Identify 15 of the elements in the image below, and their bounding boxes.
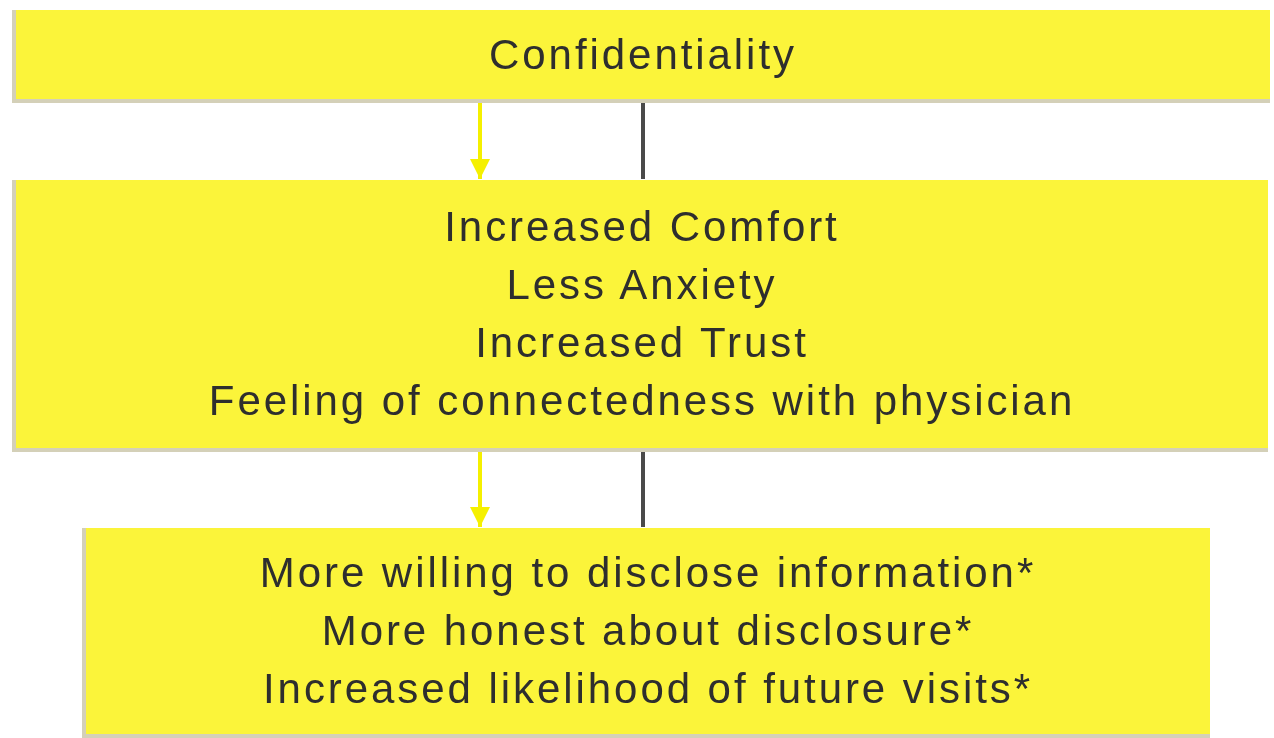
- box-text: Increased Comfort: [444, 202, 840, 252]
- arrow: [470, 103, 490, 179]
- box-text: Less Anxiety: [506, 260, 778, 310]
- box-text: Feeling of connectedness with physician: [208, 376, 1076, 426]
- text-box: [82, 528, 1210, 738]
- connector-line: [641, 103, 645, 179]
- box-text: Increased likelihood of future visits*: [262, 664, 1034, 714]
- box-text: More willing to disclose information*: [259, 548, 1037, 598]
- arrow: [470, 452, 490, 527]
- box-text: Confidentiality: [489, 29, 797, 80]
- box-text: Increased Trust: [475, 318, 809, 368]
- text-box: [12, 180, 1268, 452]
- box-text: More honest about disclosure*: [321, 606, 975, 656]
- text-box: [12, 10, 1270, 103]
- connector-line: [641, 452, 645, 527]
